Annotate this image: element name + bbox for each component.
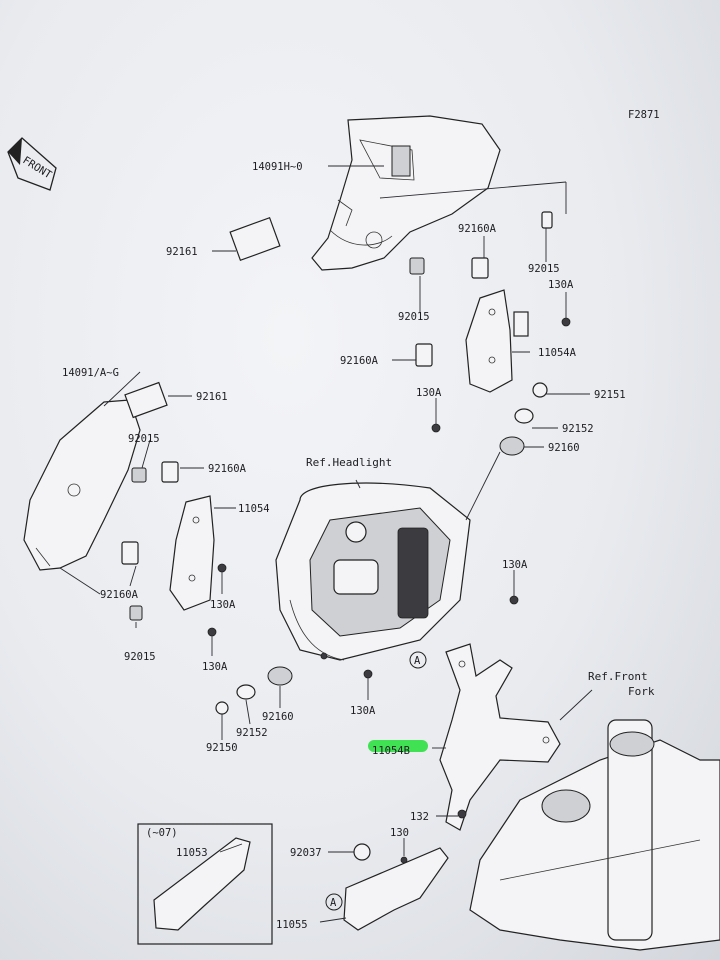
label-ref-headlight: Ref.Headlight [306,456,392,469]
washer-92152-upper [514,408,534,424]
bracket-11054A [465,289,529,393]
damper-92160A-upper [471,257,489,279]
bracket-11054 [169,495,215,611]
label-92150: 92150 [206,742,238,754]
label-130A-1: 130A [548,279,574,291]
svg-text:A: A [330,897,337,909]
stay-11054B [439,643,561,831]
label-130A-3: 130A [210,599,236,611]
washer-92152-lower [236,684,256,700]
grommet-92015-upper [409,257,425,275]
side-cowl-part [23,399,141,571]
label-14091H: 14091H~0 [252,161,303,173]
svg-text:A: A [414,655,421,667]
bracket-11055 [343,847,449,931]
label-132: 132 [410,811,429,823]
label-11055: 11055 [276,919,308,931]
figure-code: F2871 [628,109,660,121]
grommet-92015-lower [129,605,143,621]
label-92152-2: 92152 [236,727,268,739]
front-direction-arrow: FRONT [7,137,57,191]
damper-92160A-lower [121,541,139,565]
label-92161-lower: 92161 [196,391,228,403]
label-92160A-3: 92160A [208,463,247,475]
bolt-130A-upper-left [431,423,441,433]
headlight-assembly [275,482,471,661]
bolt-130A-left-a [217,563,227,573]
marker-a-headlight: A [409,651,427,669]
damper-92160A-mid [415,343,433,367]
clip-92015-right [541,211,553,229]
bolt-92151 [532,382,548,398]
highlight-mark [368,740,428,752]
label-130: 130 [390,827,409,839]
grommet-92015-left [131,467,147,483]
label-ref-fork: Fork [628,685,655,698]
label-92015-4: 92015 [124,651,156,663]
front-fork-assembly [469,719,720,951]
upper-cowl-part [311,115,501,271]
damper-92160A-left [161,461,179,483]
label-92015-1: 92015 [528,263,560,275]
label-92160-1: 92160 [548,442,580,454]
label-130A-5: 130A [502,559,528,571]
label-130A-6: 130A [350,705,376,717]
label-92152-1: 92152 [562,423,594,435]
label-92161-upper: 92161 [166,246,198,258]
label-92160-2: 92160 [262,711,294,723]
pad-92161-upper [229,216,281,262]
bolt-130A-headlight [509,595,519,605]
label-inset: (~07) [146,827,178,839]
label-11054A: 11054A [538,347,577,359]
label-92037: 92037 [290,847,322,859]
label-92160A-1: 92160A [458,223,497,235]
label-11053: 11053 [176,847,208,859]
label-11054B: 11054B [372,745,410,757]
front-marker-text: FRONT [20,154,54,181]
bolt-92150 [215,701,229,715]
marker-a-bracket: A [325,893,343,911]
leader-lines [59,165,593,923]
cap-92037 [353,843,371,861]
bolt-130A-left-b [207,627,217,637]
bolt-130A-lower [363,669,373,679]
label-130A-2: 130A [416,387,442,399]
label-92015-2: 92015 [398,311,430,323]
label-ref-front: Ref.Front [588,670,648,683]
label-92160A-2: 92160A [340,355,379,367]
bolt-132 [457,809,467,819]
label-14091A: 14091/A~G [62,367,119,379]
bolt-130A-upper-right [561,317,571,327]
inset-box [137,823,273,945]
label-92151: 92151 [594,389,626,401]
label-130A-4: 130A [202,661,228,673]
label-92160A-4: 92160A [100,589,139,601]
bracket-11053 [153,837,251,931]
pad-92161-lower [124,381,168,419]
label-92015-3: 92015 [128,433,160,445]
label-11054: 11054 [238,503,270,515]
rubber-92160-lower [267,666,293,686]
rubber-92160-upper [499,436,525,456]
